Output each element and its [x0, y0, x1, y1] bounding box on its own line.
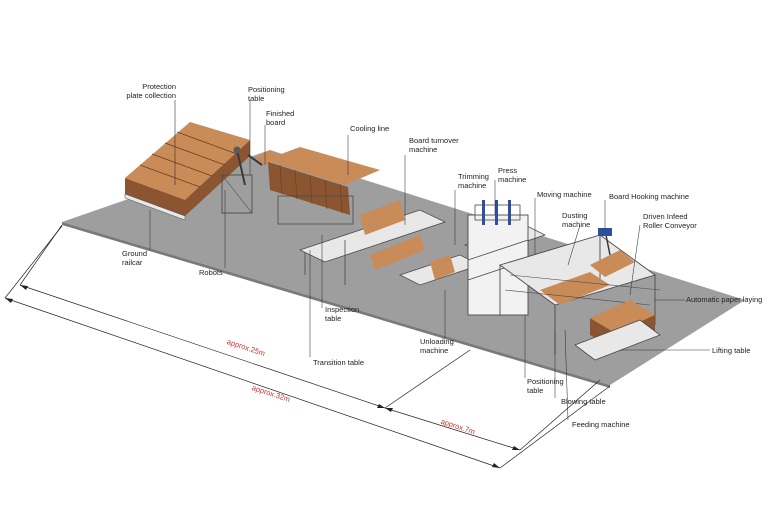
label-press-machine: Press machine: [498, 166, 527, 184]
infeed-stack: [574, 228, 661, 361]
label-robots: Robots: [199, 268, 223, 277]
label-board-hooking-machine: Board Hooking machine: [609, 192, 690, 201]
label-positioning-table-top: Positioning table: [248, 85, 285, 103]
label-transition-table: Transition table: [313, 358, 364, 367]
press-machine: [463, 200, 547, 316]
turnover-transition: [298, 200, 482, 286]
label-automatic-paper-laying: Automatic paper laying: [686, 295, 763, 304]
label-protection-plate-collection: Protection plate collection: [126, 82, 176, 100]
label-dusting-machine: Dusting machine: [562, 211, 591, 229]
label-blowing-table: Blowing table: [561, 397, 606, 406]
label-finished-board: Finished board: [266, 109, 295, 127]
label-ground-railcar: Ground railcar: [122, 249, 148, 267]
label-unloading-machine: Unloading machine: [420, 337, 454, 355]
dimension-arrowheads: [5, 285, 520, 468]
label-cooling-line: Cooling line: [350, 124, 390, 133]
ground-railcar-stack: [124, 122, 250, 221]
robots-cell: [221, 146, 280, 214]
floor-edge: [62, 222, 610, 388]
leader-lines: [149, 100, 710, 421]
label-board-turnover-machine: Board turnover machine: [409, 136, 459, 154]
label-trimming-machine: Trimming machine: [458, 172, 489, 190]
dimension-lines: [4, 224, 611, 469]
label-driven-infeed-roller-conveyor: Driven Infeed Roller Conveyor: [643, 212, 697, 230]
label-moving-machine: Moving machine: [537, 190, 592, 199]
label-positioning-table-bottom: Positioning table: [527, 377, 564, 395]
label-inspection-table: Inspection table: [325, 305, 360, 323]
label-lifting-table: Lifting table: [712, 346, 751, 355]
label-feeding-machine: Feeding machine: [572, 420, 630, 429]
floor-slab: [62, 150, 745, 385]
cooling-line: [265, 147, 380, 225]
